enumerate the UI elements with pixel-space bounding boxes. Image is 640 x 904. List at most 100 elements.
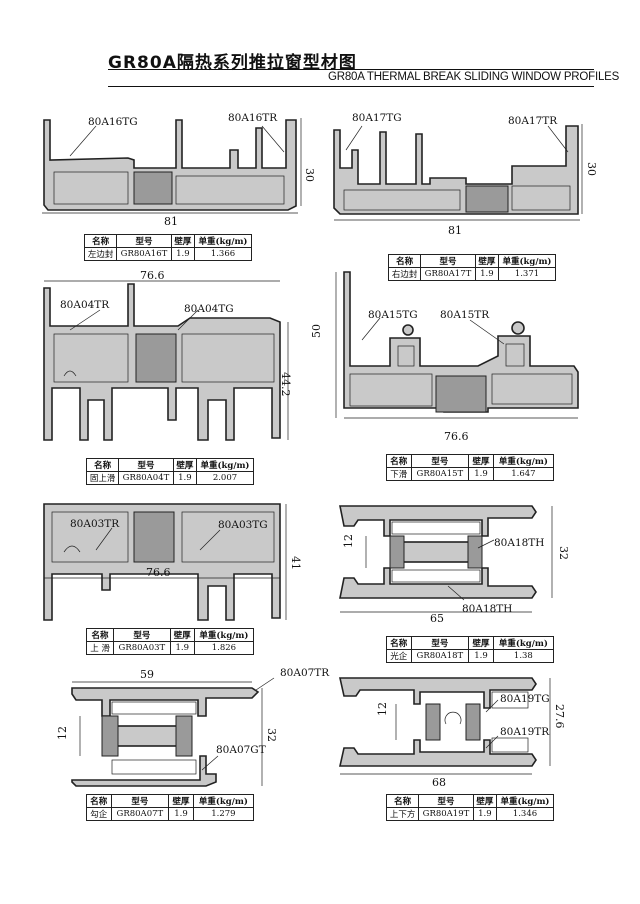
- page-subtitle: GR80A THERMAL BREAK SLIDING WINDOW PROFI…: [328, 71, 620, 83]
- cell-weight: 1.38: [492, 649, 555, 663]
- hdr-wall: 壁厚: [169, 628, 195, 642]
- profile-80a18t-dim-65: 65: [430, 612, 444, 625]
- cell-name: 勾企: [86, 807, 112, 821]
- profile-80a15t-label-g: 80A15TG: [368, 309, 418, 321]
- cell-wall: 1.9: [170, 247, 195, 261]
- profile-80a19t-dim-12: 12: [376, 702, 389, 716]
- profile-80a18t-dim-32: 32: [557, 546, 570, 560]
- profile-80a19t-label-g: 80A19TG: [500, 693, 550, 705]
- profile-80a17t-label-g: 80A17TG: [352, 112, 402, 124]
- cell-weight: 1.366: [193, 247, 253, 261]
- hdr-weight: 单重(kg/m): [492, 454, 555, 468]
- cell-wall: 1.9: [468, 467, 494, 481]
- hdr-wall: 壁厚: [168, 794, 194, 808]
- cell-name: 右边封: [387, 267, 422, 281]
- cell-name: 下滑: [386, 467, 412, 481]
- cell-model: GR80A18T: [410, 649, 470, 663]
- hdr-weight: 单重(kg/m): [195, 458, 255, 472]
- cell-weight: 1.826: [193, 641, 255, 655]
- hdr-weight: 单重(kg/m): [193, 234, 253, 248]
- hdr-model: 型号: [113, 628, 171, 642]
- cell-name: 左边封: [83, 247, 118, 261]
- hdr-name: 名称: [386, 636, 412, 650]
- cell-model: GR80A03T: [113, 641, 171, 655]
- profile-80a15t-drawing: [335, 271, 579, 419]
- hdr-model: 型号: [116, 234, 172, 248]
- profile-80a04t-label-r: 80A04TR: [60, 299, 110, 311]
- cell-model: GR80A19T: [418, 807, 474, 821]
- profile-80a07t-dim-59: 59: [140, 668, 154, 681]
- cell-name: 光企: [386, 649, 412, 663]
- profile-80a19t-dim-68: 68: [432, 776, 446, 789]
- hdr-name: 名称: [386, 454, 412, 468]
- hdr-wall: 壁厚: [170, 234, 195, 248]
- hdr-model: 型号: [110, 794, 170, 808]
- profile-80a03t-drawing: [43, 503, 287, 621]
- profile-80a16t-dim-width: 81: [164, 215, 178, 228]
- hdr-weight: 单重(kg/m): [497, 254, 557, 268]
- profile-80a07t-label-r: 80A07TR: [280, 667, 330, 679]
- profile-80a17t-label-r: 80A17TR: [508, 115, 558, 127]
- hdr-wall: 壁厚: [172, 458, 197, 472]
- profile-80a18t-drawing: [339, 505, 553, 613]
- cell-weight: 1.371: [497, 267, 557, 281]
- cell-wall: 1.9: [172, 471, 197, 485]
- profile-80a17t-drawing: [333, 124, 583, 221]
- profile-80a04t-dim-width: 76.6: [140, 269, 165, 282]
- cell-model: GR80A04T: [118, 471, 174, 485]
- hdr-weight: 单重(kg/m): [192, 794, 255, 808]
- cell-weight: 1.346: [495, 807, 555, 821]
- cell-name: 上下方: [385, 807, 420, 821]
- profile-80a19t-dim-27: 27.6: [553, 704, 566, 729]
- hdr-name: 名称: [83, 234, 118, 248]
- cell-wall: 1.9: [168, 807, 194, 821]
- cell-wall: 1.9: [474, 267, 499, 281]
- profile-80a15t-label-r: 80A15TR: [440, 309, 490, 321]
- profile-80a07t-dim-32: 32: [265, 728, 278, 742]
- hdr-wall: 壁厚: [474, 254, 499, 268]
- hdr-weight: 单重(kg/m): [193, 628, 255, 642]
- cell-weight: 2.007: [195, 471, 255, 485]
- hdr-model: 型号: [410, 454, 470, 468]
- cell-model: GR80A16T: [116, 247, 172, 261]
- profile-80a04t-drawing: [43, 280, 289, 441]
- profile-80a03t-dim-height: 41: [289, 556, 302, 570]
- profile-80a15t-dim-width: 76.6: [444, 430, 469, 443]
- profile-80a04t-dim-height: 44.2: [279, 372, 292, 397]
- hdr-name: 名称: [85, 458, 120, 472]
- profile-80a03t-label-g: 80A03TG: [218, 519, 268, 531]
- profile-80a16t-drawing: [42, 118, 302, 214]
- profile-80a19t-label-r: 80A19TR: [500, 726, 550, 738]
- profile-80a15t-dim-height: 50: [310, 324, 323, 338]
- page-title: GR80A隔热系列推拉窗型材图: [108, 53, 357, 73]
- cell-model: GR80A07T: [110, 807, 170, 821]
- profile-80a18t-label-top: 80A18TH: [494, 537, 544, 549]
- hdr-name: 名称: [387, 254, 422, 268]
- profile-80a03t-label-r: 80A03TR: [70, 518, 120, 530]
- cell-weight: 1.279: [192, 807, 255, 821]
- cell-wall: 1.9: [468, 649, 494, 663]
- profile-80a18t-dim-12: 12: [342, 534, 355, 548]
- cell-wall: 1.9: [472, 807, 497, 821]
- profile-80a17t-dim-height: 30: [585, 162, 598, 176]
- hdr-wall: 壁厚: [472, 794, 497, 808]
- cell-name: 上 滑: [85, 641, 115, 655]
- subtitle-rule: [108, 86, 594, 87]
- cell-name: 固上滑: [85, 471, 120, 485]
- hdr-wall: 壁厚: [468, 454, 494, 468]
- hdr-model: 型号: [410, 636, 470, 650]
- profile-80a18t-label-bottom: 80A18TH: [462, 603, 512, 615]
- hdr-model: 型号: [420, 254, 476, 268]
- profile-80a04t-label-g: 80A04TG: [184, 303, 234, 315]
- hdr-name: 名称: [85, 628, 115, 642]
- profile-80a16t-label-g: 80A16TG: [88, 116, 138, 128]
